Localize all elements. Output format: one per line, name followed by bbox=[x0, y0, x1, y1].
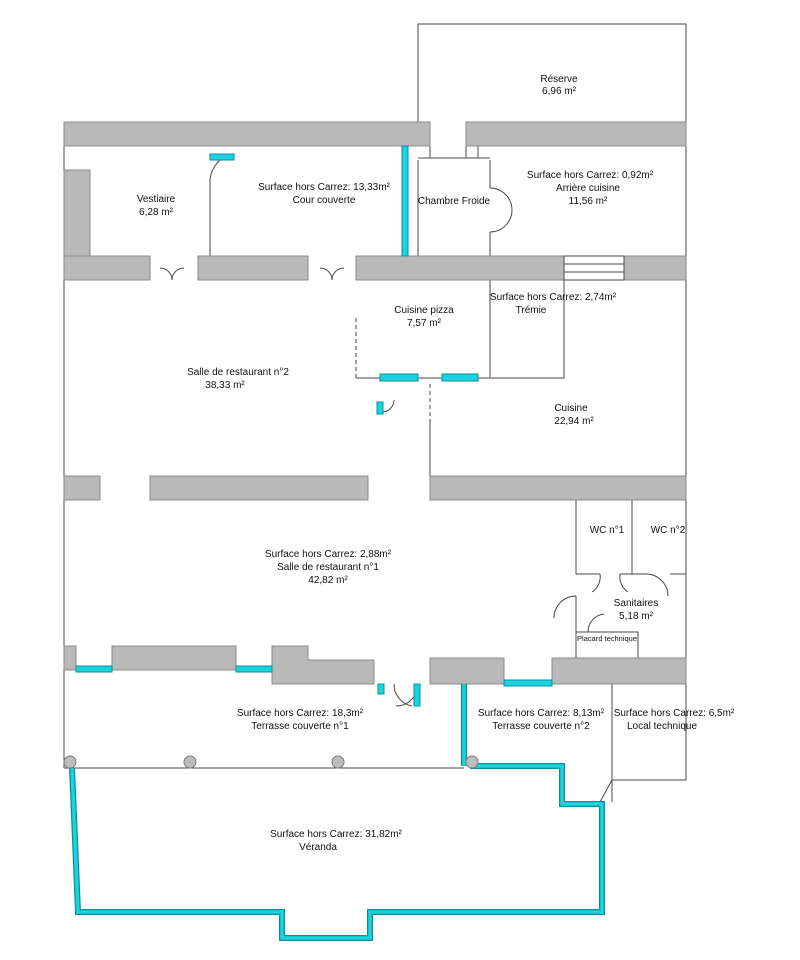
arriere-cuisine-extra: Surface hors Carrez: 0,92m² bbox=[527, 170, 654, 181]
terrasse1-extra: Surface hors Carrez: 18,3m² bbox=[237, 708, 364, 719]
post-4 bbox=[465, 755, 479, 769]
salle2-name: Salle de restaurant n°2 bbox=[187, 367, 289, 378]
veranda-name: Véranda bbox=[299, 842, 337, 853]
glass-front-2 bbox=[235, 665, 273, 673]
door-wc2 bbox=[645, 573, 669, 597]
cour-name: Cour couverte bbox=[293, 195, 356, 206]
glass-door-right bbox=[413, 683, 421, 707]
wall-row3-b bbox=[149, 475, 369, 501]
salle1-area: 42,82 m² bbox=[308, 575, 348, 586]
reserve-outline bbox=[417, 23, 687, 122]
sanitaires-area: 5,18 m² bbox=[619, 611, 654, 622]
placard-name: Placard technique bbox=[577, 634, 637, 643]
veranda-extra: Surface hors Carrez: 31,82m² bbox=[270, 829, 402, 840]
cour-extra: Surface hors Carrez: 13,33m² bbox=[258, 182, 390, 193]
glass-veranda-inner bbox=[70, 764, 604, 940]
glazing bbox=[69, 145, 605, 941]
posts bbox=[63, 755, 479, 769]
glass-pizza-door bbox=[376, 401, 384, 415]
tremie-extra: Surface hors Carrez: 2,74m² bbox=[490, 292, 617, 303]
salle2-area: 38,33 m² bbox=[205, 380, 245, 391]
wall-row4-d bbox=[429, 657, 505, 685]
wall-row4-c bbox=[271, 645, 375, 685]
tremie-name: Trémie bbox=[516, 305, 547, 316]
wall-top-right bbox=[465, 121, 687, 147]
room-labels: Réserve 6,96 m² Vestiaire 6,28 m² Surfac… bbox=[137, 74, 735, 853]
cuisine-pizza-name: Cuisine pizza bbox=[394, 305, 454, 316]
wall-row2-b bbox=[197, 255, 309, 281]
walls bbox=[63, 121, 687, 685]
door-double-vestiaire bbox=[159, 267, 185, 281]
vestiaire-name: Vestiaire bbox=[137, 194, 176, 205]
local-name: Local technique bbox=[627, 721, 697, 732]
post-1 bbox=[63, 755, 77, 769]
wall-vestiaire-left bbox=[63, 169, 91, 257]
wall-top-left bbox=[63, 121, 431, 147]
wall-row2-c bbox=[355, 255, 565, 281]
wall-row2-window bbox=[563, 255, 625, 281]
door-chambre-froide bbox=[489, 187, 513, 233]
glass-vestiaire-top bbox=[209, 153, 235, 161]
wall-row3-c bbox=[429, 475, 687, 501]
glass-door-left bbox=[377, 683, 385, 695]
terrasse2-extra: Surface hors Carrez: 8,13m² bbox=[478, 708, 605, 719]
cuisine-pizza-area: 7,57 m² bbox=[407, 318, 442, 329]
post-3 bbox=[331, 755, 345, 769]
salle1-name: Salle de restaurant n°1 bbox=[277, 562, 379, 573]
glass-cour-right bbox=[401, 145, 409, 257]
glass-front-1 bbox=[75, 665, 113, 673]
wall-row2-d bbox=[623, 255, 687, 281]
cuisine-name: Cuisine bbox=[554, 403, 588, 414]
door-placard bbox=[587, 613, 605, 633]
wall-row2-a bbox=[63, 255, 151, 281]
local-extra: Surface hors Carrez: 6,5m² bbox=[614, 708, 735, 719]
glass-terrace2-top bbox=[503, 679, 553, 687]
door-sanitaires bbox=[553, 595, 577, 619]
glass-pizza-1 bbox=[379, 373, 419, 382]
post-2 bbox=[183, 755, 197, 769]
wc1-name: WC n°1 bbox=[590, 525, 625, 536]
arriere-cuisine-area: 11,56 m² bbox=[569, 196, 608, 207]
door-wc1 bbox=[591, 573, 629, 593]
wall-row4-b bbox=[111, 645, 237, 671]
terrasse1-name: Terrasse couverte n°1 bbox=[251, 721, 349, 732]
vestiaire-area: 6,28 m² bbox=[139, 207, 174, 218]
reserve-area: 6,96 m² bbox=[542, 86, 577, 97]
wall-row4-e bbox=[551, 657, 687, 685]
terrasse2-name: Terrasse couverte n°2 bbox=[492, 721, 590, 732]
wall-row4-a bbox=[63, 645, 77, 671]
sanitaires-name: Sanitaires bbox=[614, 598, 658, 609]
doors bbox=[159, 155, 669, 707]
arriere-cuisine-name: Arrière cuisine bbox=[556, 183, 620, 194]
wc2-name: WC n°2 bbox=[651, 525, 686, 536]
cuisine-area: 22,94 m² bbox=[554, 416, 594, 427]
local-diag bbox=[599, 779, 613, 803]
door-pizza bbox=[381, 399, 395, 413]
chambre-froide-name: Chambre Froide bbox=[418, 196, 491, 207]
salle1-extra: Surface hors Carrez: 2,88m² bbox=[265, 549, 392, 560]
glass-pizza-2 bbox=[441, 373, 479, 382]
tremie-right bbox=[528, 280, 565, 379]
wall-row3-a bbox=[63, 475, 101, 501]
reserve-name: Réserve bbox=[540, 74, 578, 85]
door-double-cour bbox=[319, 267, 345, 281]
